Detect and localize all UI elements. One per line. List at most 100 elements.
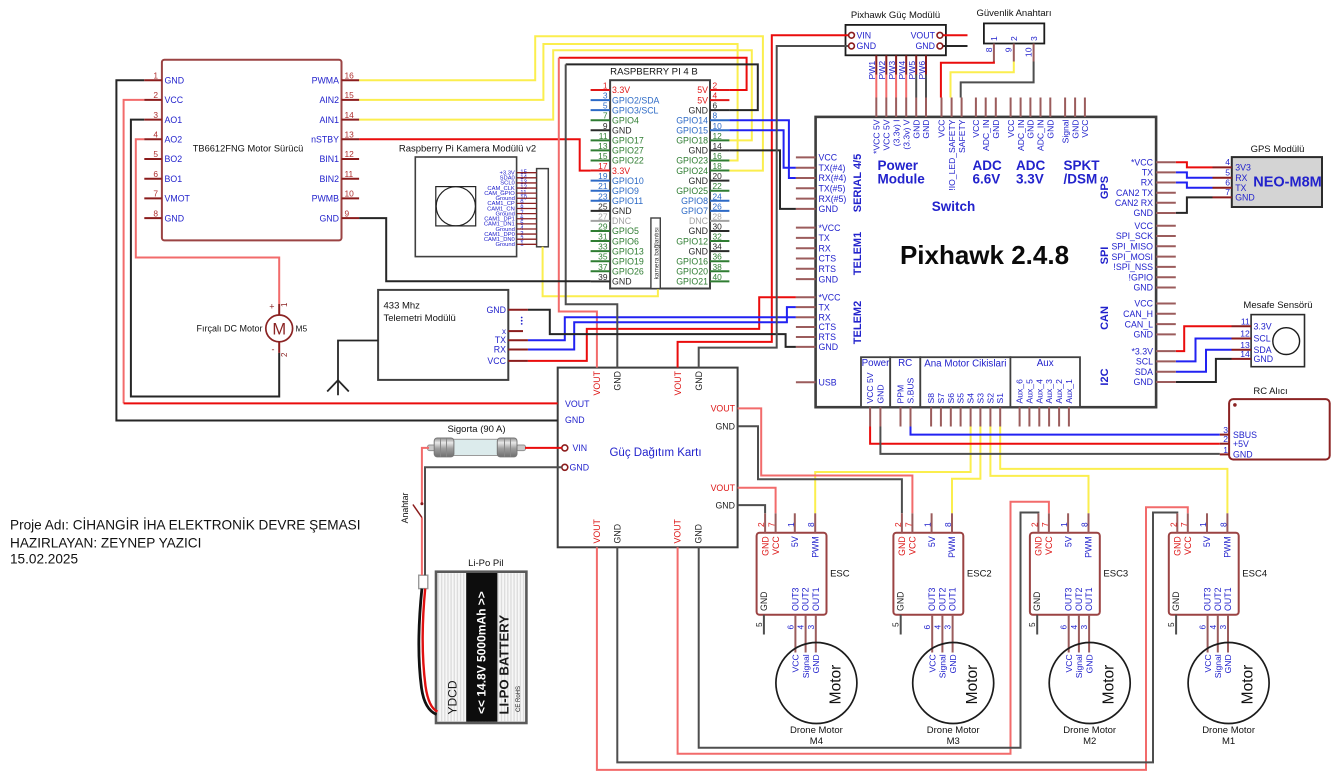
svg-text:Aux_6: Aux_6 [1015, 379, 1025, 404]
svg-text:Li-Po Pil: Li-Po Pil [468, 558, 503, 569]
svg-text:GND: GND [1254, 354, 1274, 364]
svg-text:PW3: PW3 [887, 61, 897, 80]
svg-text:GPIO13: GPIO13 [612, 246, 644, 256]
svg-text:GND: GND [819, 342, 839, 352]
svg-text:GND: GND [715, 500, 735, 510]
svg-text:PW2: PW2 [877, 61, 887, 80]
svg-text:21: 21 [598, 181, 608, 191]
svg-text:GND: GND [565, 415, 585, 425]
svg-text:7: 7 [603, 111, 608, 121]
svg-text:Ground: Ground [495, 211, 514, 217]
svg-text:35: 35 [598, 252, 608, 262]
svg-text:GND: GND [857, 41, 877, 51]
svg-text:SPKT: SPKT [1064, 158, 1101, 173]
svg-text:VCC: VCC [487, 356, 506, 366]
svg-text:RC: RC [898, 358, 912, 369]
svg-text:Ground: Ground [495, 227, 514, 233]
svg-text:RX: RX [819, 312, 831, 322]
svg-text:LI-PO BATTERY: LI-PO BATTERY [497, 615, 512, 715]
svg-text:40: 40 [713, 272, 723, 282]
svg-text:GND: GND [688, 146, 708, 156]
svg-text:Ground: Ground [495, 196, 514, 202]
svg-text:GPIO22: GPIO22 [612, 156, 644, 166]
svg-text:OUT1: OUT1 [1223, 587, 1233, 611]
svg-text:GND: GND [948, 654, 958, 673]
svg-text:GND: GND [921, 120, 931, 139]
svg-text:GPIO25: GPIO25 [676, 186, 708, 196]
svg-text:GND: GND [612, 524, 622, 544]
svg-text:SDA: SDA [1254, 345, 1272, 355]
svg-text:GND: GND [1133, 330, 1153, 340]
svg-text:TB6612FNG Motor Sürücü: TB6612FNG Motor Sürücü [193, 144, 304, 154]
svg-text:5: 5 [1027, 622, 1037, 627]
svg-text:S6: S6 [946, 393, 956, 404]
svg-text:33: 33 [598, 242, 608, 252]
svg-text:GPIO24: GPIO24 [676, 166, 708, 176]
svg-text:17: 17 [598, 161, 608, 171]
svg-text:VOUT: VOUT [565, 399, 590, 409]
svg-text:Motor: Motor [1101, 665, 1118, 705]
svg-text:CAN2 RX: CAN2 RX [1115, 198, 1153, 208]
svg-text:16: 16 [345, 70, 355, 80]
svg-text:AIN1: AIN1 [319, 115, 339, 125]
svg-text:ESC4: ESC4 [1242, 569, 1267, 580]
svg-text:PWMA: PWMA [312, 75, 339, 85]
svg-text:GND: GND [819, 274, 839, 284]
svg-text:I2C: I2C [1099, 368, 1111, 385]
svg-text:(3.3v) I: (3.3v) I [891, 120, 901, 147]
svg-text:16: 16 [713, 151, 723, 161]
svg-text:2: 2 [1029, 522, 1039, 527]
svg-text:GND: GND [915, 41, 935, 51]
svg-text:VCC: VCC [1006, 120, 1016, 138]
svg-text:GPIO17: GPIO17 [612, 136, 644, 146]
svg-text:Proje Adı: CİHANGİR İHA ELEKTR: Proje Adı: CİHANGİR İHA ELEKTRONİK DEVRE… [10, 517, 361, 532]
svg-text:GND: GND [570, 463, 590, 473]
svg-text:VCC: VCC [1080, 120, 1090, 138]
svg-text:7: 7 [153, 189, 158, 199]
svg-text:S.BUS: S.BUS [906, 377, 916, 403]
svg-text:26: 26 [713, 201, 723, 211]
svg-text:5V: 5V [927, 536, 937, 547]
svg-text:AO1: AO1 [165, 115, 183, 125]
svg-text:Motor: Motor [964, 665, 981, 705]
svg-text:4: 4 [1225, 157, 1230, 167]
svg-text:RX: RX [1235, 173, 1247, 183]
svg-text:GND: GND [1173, 536, 1183, 556]
svg-text:GND: GND [811, 654, 821, 673]
svg-text:CAM1_DP0: CAM1_DP0 [484, 232, 515, 238]
svg-text:5V: 5V [697, 85, 708, 95]
svg-text:28: 28 [713, 211, 723, 221]
svg-text:CAN_H: CAN_H [1123, 309, 1153, 319]
svg-text:RX(#5): RX(#5) [819, 194, 847, 204]
svg-text:3: 3 [806, 625, 816, 630]
svg-text:8: 8 [984, 47, 994, 52]
svg-text:1: 1 [786, 522, 796, 527]
svg-text:TX(#5): TX(#5) [819, 184, 846, 194]
svg-text:*VCC: *VCC [819, 223, 842, 233]
svg-text:VOUT: VOUT [592, 518, 602, 543]
svg-text:RX: RX [494, 345, 506, 355]
svg-text:6: 6 [153, 169, 158, 179]
svg-text:S3: S3 [975, 393, 985, 404]
svg-text:!IO_LED_SAFETY: !IO_LED_SAFETY [947, 119, 957, 190]
svg-text:GND: GND [1084, 654, 1094, 673]
svg-text:9: 9 [1004, 47, 1014, 52]
svg-text:GND: GND [1235, 193, 1255, 203]
svg-text:22: 22 [713, 181, 723, 191]
svg-text:10: 10 [713, 121, 723, 131]
svg-text:30: 30 [713, 221, 723, 231]
svg-text:VCC: VCC [1134, 221, 1153, 231]
svg-text:*3.3V: *3.3V [1131, 346, 1153, 356]
svg-text:5: 5 [603, 101, 608, 111]
svg-text:M5: M5 [296, 324, 308, 334]
svg-text:GPIO19: GPIO19 [612, 256, 644, 266]
svg-text:Aux_2: Aux_2 [1054, 379, 1064, 404]
svg-text:ESC: ESC [830, 569, 850, 580]
svg-text:SCL: SCL [1136, 357, 1153, 367]
svg-text:Drone Motor: Drone Motor [790, 725, 843, 736]
svg-text:2: 2 [1009, 36, 1019, 41]
svg-text:14: 14 [345, 110, 355, 120]
svg-text:19: 19 [598, 171, 608, 181]
svg-text:10: 10 [345, 189, 355, 199]
svg-text:SDA0: SDA0 [500, 176, 515, 182]
